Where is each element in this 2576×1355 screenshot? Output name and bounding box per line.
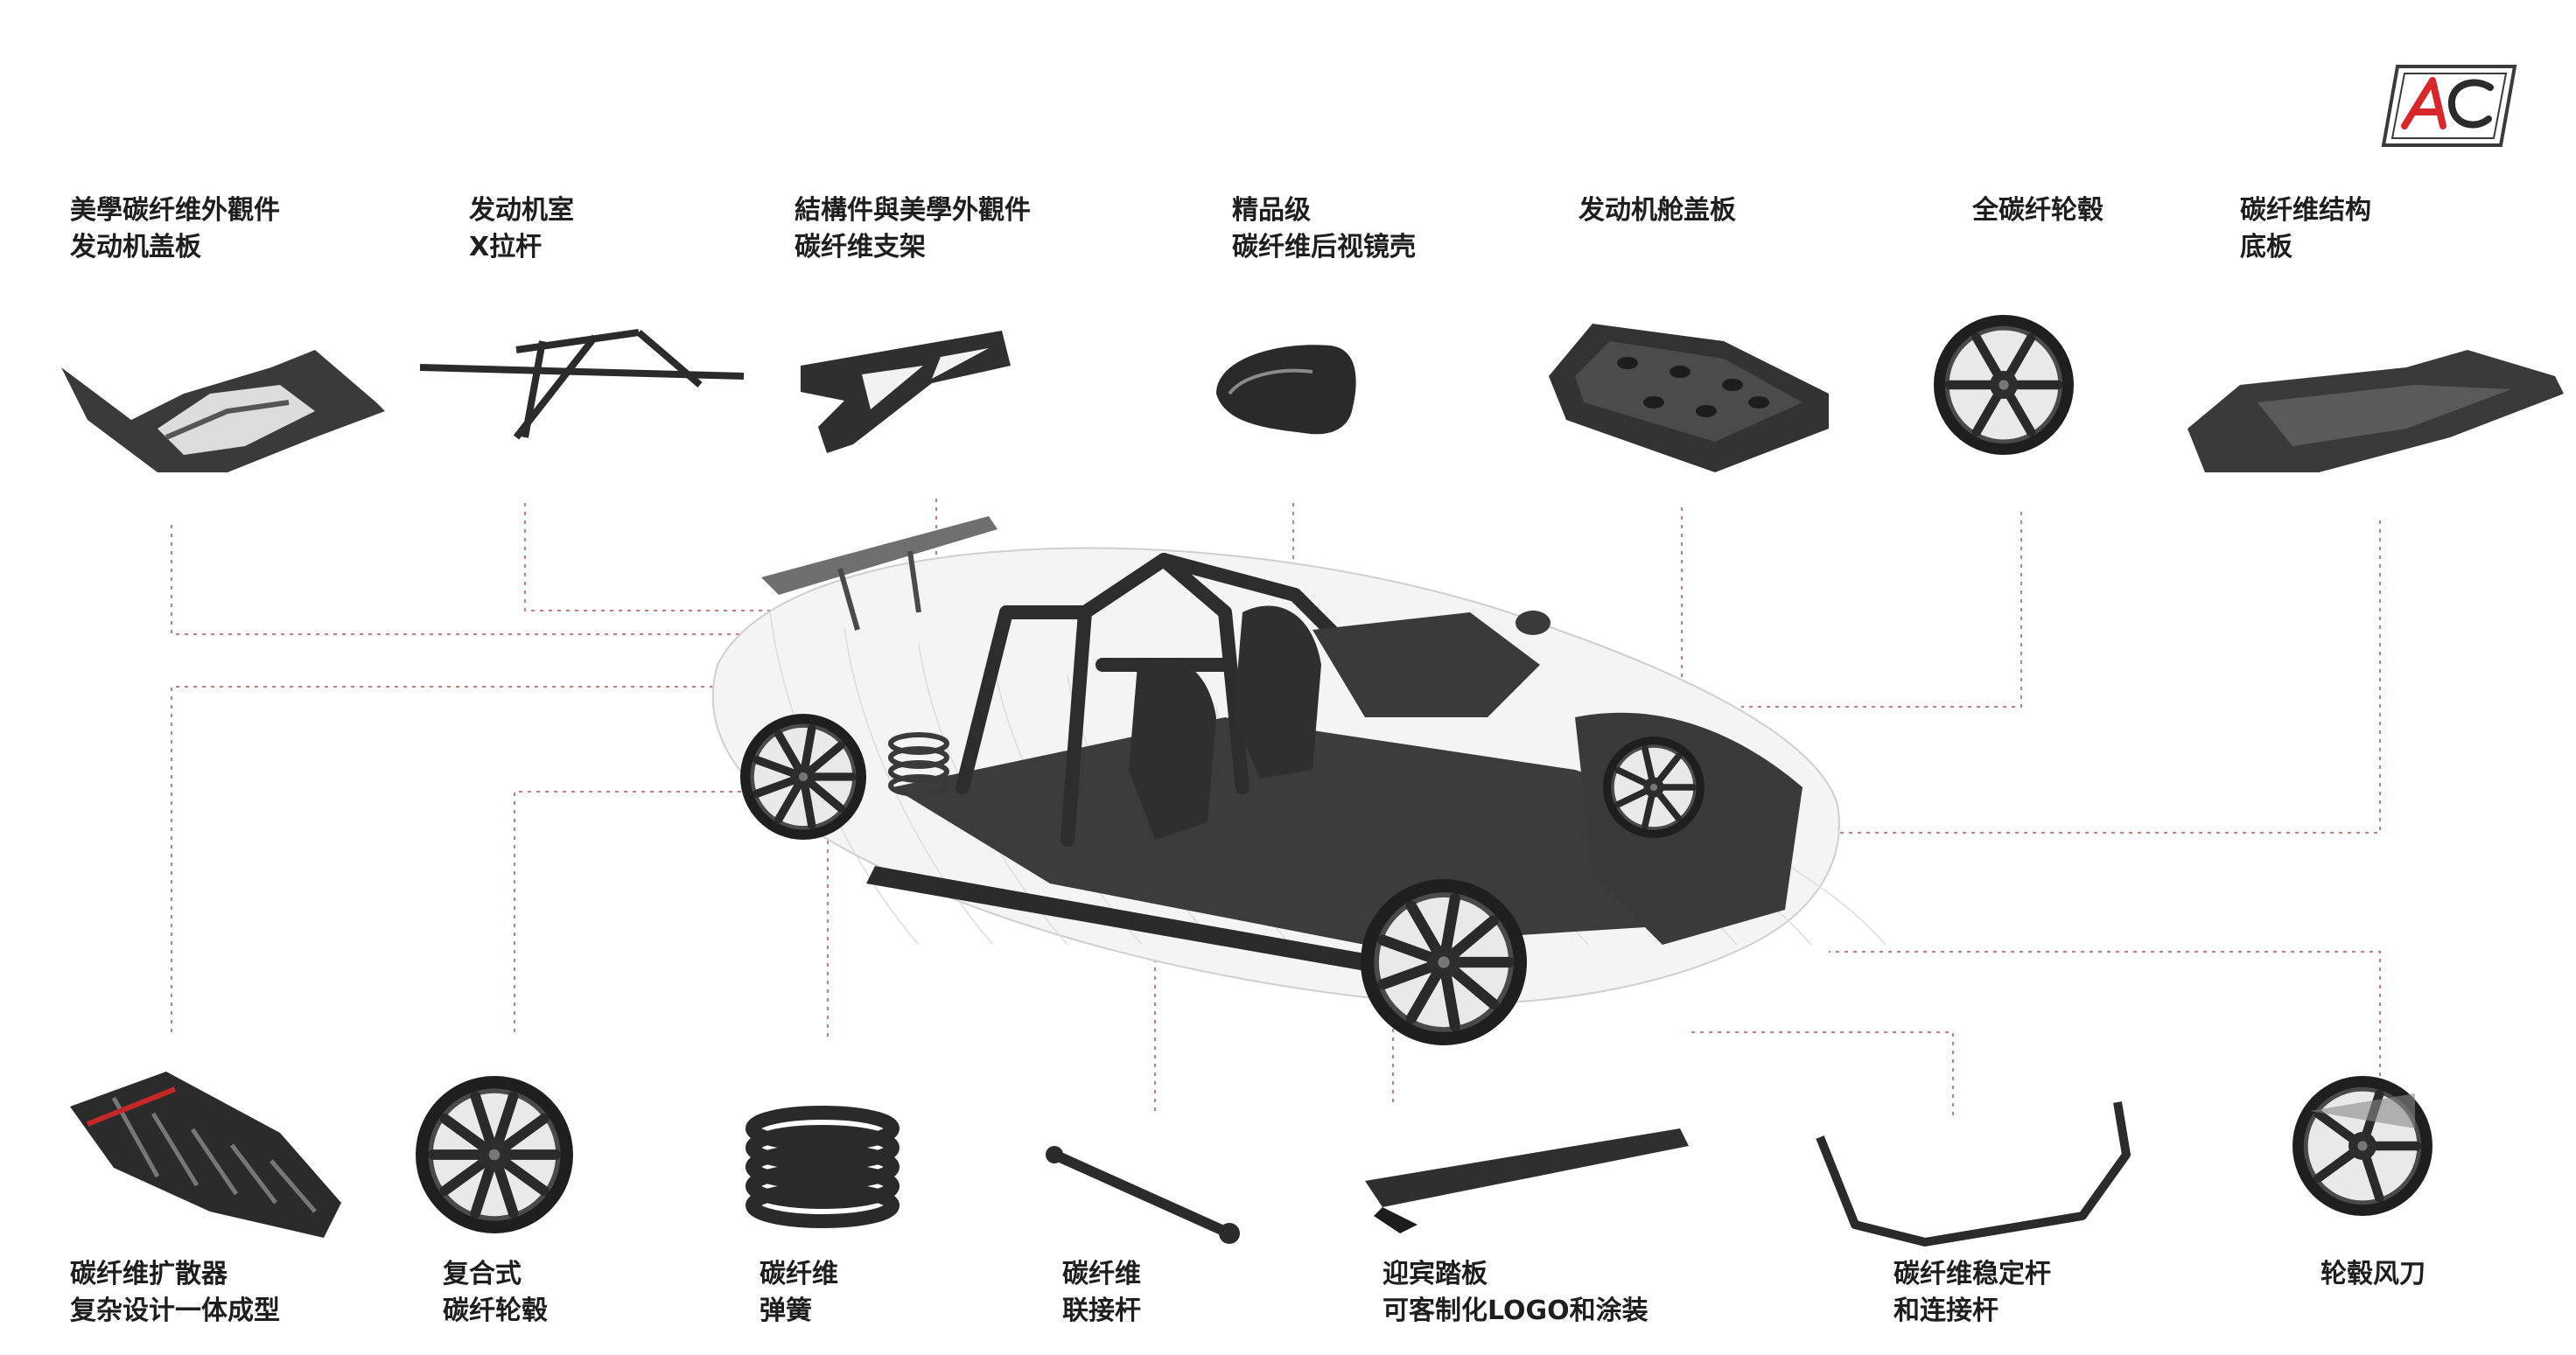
- wheel-aero-blade-icon: [2292, 1076, 2432, 1216]
- wheel-icon: [740, 714, 866, 840]
- label-line: 发动机室: [469, 195, 574, 226]
- floor-panel-icon: [2188, 350, 2564, 472]
- x-brace-bar-icon: [419, 329, 745, 440]
- label-line: 碳纤维结构: [2240, 195, 2371, 226]
- wheel-icon: [1361, 879, 1527, 1045]
- label-line: 全碳纤轮毂: [1972, 195, 2104, 226]
- label-composite-wheel: 复合式 碳纤轮毂: [443, 1256, 548, 1330]
- link-rod-icon: [1046, 1146, 1240, 1244]
- label-line: 碳纤轮毂: [443, 1296, 548, 1326]
- leader-line: [1680, 520, 2381, 834]
- label-line: 复杂设计一体成型: [70, 1296, 280, 1326]
- label-full-carbon-wheel: 全碳纤轮毂: [1972, 192, 2104, 229]
- label-carbon-spring: 碳纤维 弹簧: [760, 1256, 838, 1330]
- leader-line: [171, 686, 779, 1032]
- engine-bay-cover-icon: [1549, 324, 1829, 472]
- label-line: 发动机盖板: [70, 232, 201, 262]
- label-mirror-shell: 精品级 碳纤维后视镜壳: [1232, 192, 1416, 266]
- label-wheel-blade: 轮毂风刀: [2320, 1256, 2426, 1293]
- label-line: 美學碳纤维外觀件: [70, 195, 280, 226]
- label-side-sill: 迎宾踏板 可客制化LOGO和涂装: [1382, 1256, 1648, 1330]
- label-line: 和连接杆: [1894, 1296, 1998, 1326]
- label-line: 碳纤维稳定杆: [1894, 1259, 2051, 1289]
- leader-line: [524, 503, 805, 611]
- wheel-icon: [416, 1076, 573, 1233]
- wheel-icon: [1934, 315, 2074, 455]
- door-sill-icon: [1365, 1128, 1689, 1233]
- wheel-icon: [1603, 737, 1704, 838]
- label-engine-x-brace: 发动机室 X拉杆: [469, 192, 574, 266]
- stabilizer-bar-icon: [1816, 1101, 2131, 1247]
- label-line: 联接杆: [1062, 1296, 1141, 1326]
- bracket-icon: [801, 331, 1011, 453]
- label-line: 碳纤维支架: [794, 232, 926, 262]
- engine-hood-panel-icon: [61, 350, 385, 472]
- carbon-chassis-car-icon: [711, 516, 1886, 1045]
- label-line: 轮毂风刀: [2320, 1259, 2426, 1289]
- label-line: 弹簧: [760, 1296, 812, 1326]
- label-line: 碳纤维: [1062, 1259, 1141, 1289]
- label-engine-bay-cover: 发动机舱盖板: [1578, 192, 1736, 229]
- label-carbon-bracket: 結構件與美學外觀件 碳纤维支架: [794, 192, 1031, 266]
- label-line: 碳纤维扩散器: [70, 1259, 228, 1289]
- label-stabilizer: 碳纤维稳定杆 和连接杆: [1894, 1256, 2051, 1330]
- leader-line: [1829, 951, 2381, 1111]
- leader-line: [1741, 512, 2022, 708]
- label-line: 精品级: [1232, 195, 1311, 226]
- leader-line: [1689, 1031, 1954, 1115]
- label-diffuser: 碳纤维扩散器 复杂设计一体成型: [70, 1256, 280, 1330]
- label-line: 迎宾踏板: [1382, 1259, 1488, 1289]
- diffuser-icon: [70, 1072, 341, 1238]
- label-line: 可客制化LOGO和涂装: [1382, 1296, 1648, 1326]
- ac-logo: [2381, 65, 2517, 147]
- label-line: X拉杆: [469, 232, 542, 262]
- label-structural-floor: 碳纤维结构 底板: [2240, 192, 2371, 266]
- mirror-shell-icon: [1216, 345, 1356, 435]
- label-line: 碳纤维后视镜壳: [1232, 232, 1416, 262]
- label-line: 碳纤维: [760, 1259, 838, 1289]
- label-carbon-link: 碳纤维 联接杆: [1062, 1256, 1141, 1330]
- label-line: 复合式: [443, 1259, 522, 1289]
- label-engine-cover-aero: 美學碳纤维外觀件 发动机盖板: [70, 192, 280, 266]
- coil-spring-icon: [746, 1106, 900, 1228]
- label-line: 底板: [2240, 232, 2292, 262]
- label-line: 結構件與美學外觀件: [794, 195, 1031, 226]
- label-line: 发动机舱盖板: [1578, 195, 1736, 226]
- leader-line: [171, 525, 761, 635]
